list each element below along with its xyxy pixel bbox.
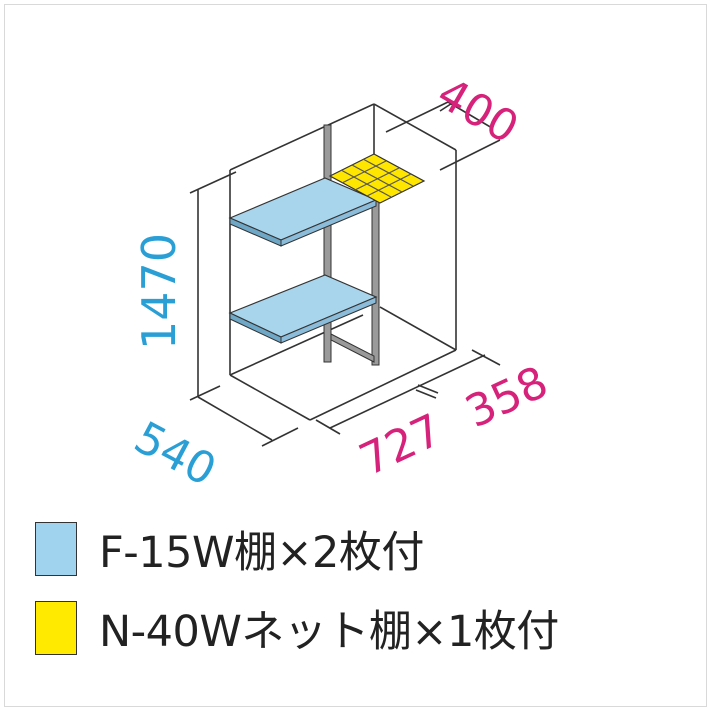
yellow-swatch [35,601,77,655]
legend-item-net-shelf: N-40Wネット棚×1枚付 [35,597,559,659]
blue-swatch [35,522,77,576]
upper-shelf [228,177,378,247]
lower-shelf [228,274,378,344]
shed-wireframe [189,97,501,447]
legend-label: N-40Wネット棚×1枚付 [99,607,559,657]
shelf-posts [323,124,380,366]
height-dimension: 1470 [132,232,186,350]
legend-item-flat-shelf: F-15W棚×2枚付 [35,518,424,580]
image-frame [4,4,707,707]
legend-label: F-15W棚×2枚付 [99,528,424,578]
net-shelf [328,153,426,204]
